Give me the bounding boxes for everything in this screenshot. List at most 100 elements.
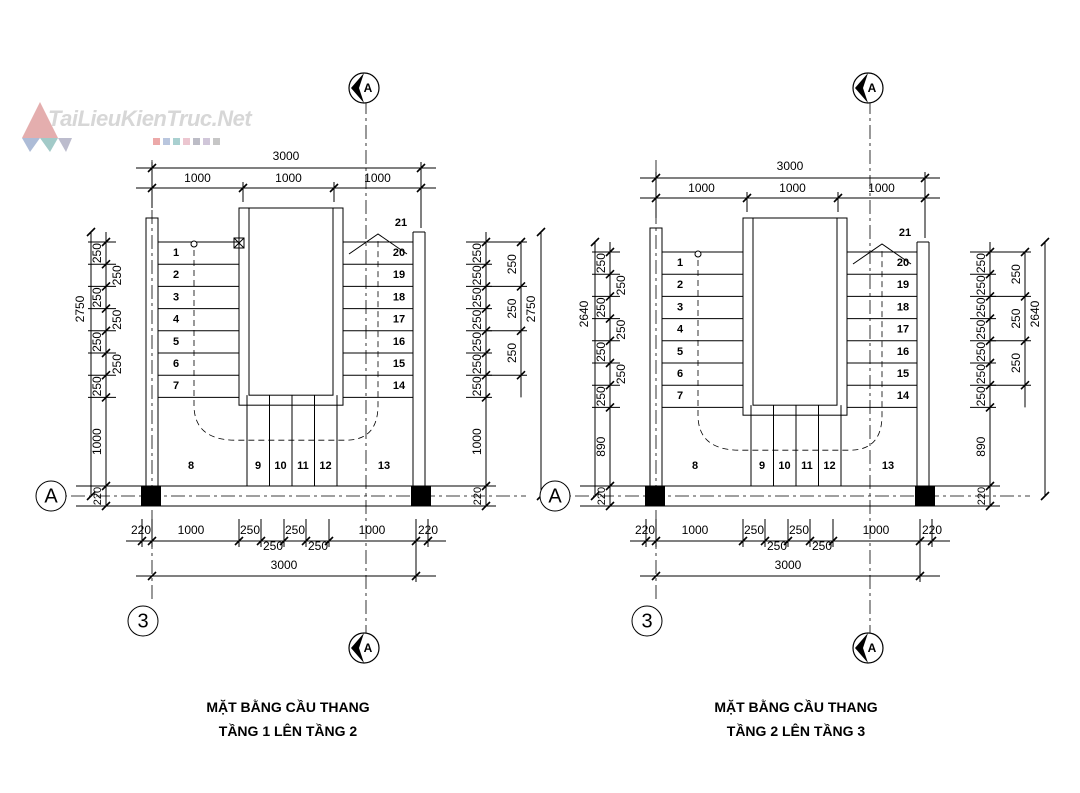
- dim-top-part: 1000: [275, 171, 302, 185]
- dim-riser: 250: [614, 319, 628, 339]
- post-box-icon: [233, 237, 245, 249]
- dim-top-part: 1000: [779, 181, 806, 195]
- watermark-dots: [153, 138, 220, 145]
- section-marker-label: A: [868, 641, 877, 655]
- dim-tick: [1040, 491, 1050, 501]
- step-number-left: 3: [173, 291, 179, 303]
- step-number-bottom: 8: [188, 460, 194, 472]
- step-number-bottom: 12: [823, 460, 835, 472]
- step-number-right: 17: [393, 314, 405, 326]
- walking-line-start: [694, 250, 702, 258]
- dim-bottom-part: 250: [744, 523, 764, 537]
- step-number-bottom: 13: [882, 460, 894, 472]
- dim-bottom-part: 1000: [682, 523, 709, 537]
- section-arrow-icon: [855, 633, 868, 663]
- dim-tick: [147, 571, 157, 581]
- step-number-left: 5: [173, 336, 179, 348]
- section-marker: A: [348, 72, 380, 104]
- dim-tick: [985, 501, 995, 511]
- step-number-right: 19: [393, 269, 405, 281]
- dim-bottom-part: 250: [240, 523, 260, 537]
- dim-bottom-part: 250: [308, 539, 328, 553]
- logo-mark-icon: [22, 102, 72, 152]
- dim-riser: 250: [614, 275, 628, 295]
- dim-landing: 1000: [90, 428, 104, 455]
- dim-landing: 890: [594, 436, 608, 456]
- dim-riser: 250: [470, 287, 484, 307]
- step-number-bottom: 10: [274, 460, 286, 472]
- watermark-logo: TaiLieuKienTruc.Net: [18, 100, 268, 160]
- step-number-right: 14: [393, 380, 406, 392]
- caption-plan-1: MẶT BẰNG CẦU THANG TẦNG 1 LÊN TẦNG 2: [158, 695, 418, 743]
- section-marker-label: A: [868, 81, 877, 95]
- section-arrow-icon: [351, 633, 364, 663]
- dim-bottom-part: 220: [131, 523, 151, 537]
- step-number-right: 16: [393, 336, 405, 348]
- dim-riser-pair: 250: [1009, 264, 1023, 284]
- dim-riser-pair: 250: [1009, 353, 1023, 373]
- watermark-dot: [163, 138, 170, 145]
- dim-tick: [985, 481, 995, 491]
- section-marker-label: A: [364, 81, 373, 95]
- dim-tick: [86, 227, 96, 237]
- watermark-dot: [193, 138, 200, 145]
- post-box-cross: [233, 237, 245, 249]
- walking-line: [697, 250, 883, 451]
- dim-riser: 250: [90, 332, 104, 352]
- stair-well-outer: [238, 207, 344, 406]
- dim-tick: [536, 227, 546, 237]
- step-number-bottom: 10: [778, 460, 790, 472]
- step-number-bottom: 9: [255, 460, 261, 472]
- watermark-dot: [203, 138, 210, 145]
- step-number-left: 1: [173, 247, 179, 259]
- step-number-left: 7: [173, 380, 179, 392]
- dim-tick: [481, 481, 491, 491]
- column-right: [411, 486, 431, 506]
- step-number-right: 18: [393, 291, 405, 303]
- dim-riser: 250: [594, 253, 608, 273]
- dim-tick: [651, 571, 661, 581]
- section-marker-label: A: [364, 641, 373, 655]
- axis-bubble-label: 3: [641, 610, 652, 632]
- step-number-right: 16: [897, 346, 909, 358]
- dim-bottom-part: 220: [418, 523, 438, 537]
- step-number-left: 4: [677, 324, 684, 336]
- dim-tick: [86, 491, 96, 501]
- dim-riser: 250: [470, 309, 484, 329]
- caption-plan-2-line2: TẦNG 2 LÊN TẦNG 3: [726, 723, 866, 739]
- step-number-bottom: 11: [801, 460, 813, 472]
- walking-line-start: [190, 240, 198, 248]
- dim-riser: 250: [974, 319, 988, 339]
- column-left: [645, 486, 665, 506]
- axis-bubble-label: A: [548, 485, 562, 507]
- step-number-bottom: 12: [319, 460, 331, 472]
- dim-top-part: 1000: [868, 181, 895, 195]
- dim-riser: 250: [110, 265, 124, 285]
- walking-line-arrow-icon: [348, 233, 408, 255]
- dim-wall: 220: [472, 487, 484, 505]
- caption-plan-1-line2: TẦNG 1 LÊN TẦNG 2: [218, 723, 358, 739]
- dim-riser: 250: [974, 253, 988, 273]
- dim-tick: [590, 491, 600, 501]
- step-number-right: 14: [897, 390, 910, 402]
- dim-bottom-part: 1000: [863, 523, 890, 537]
- stair-well-inner: [752, 217, 838, 406]
- axis-bubble: [539, 480, 571, 512]
- step-number-bottom: 13: [378, 460, 390, 472]
- dim-overall-height: 2750: [524, 295, 538, 322]
- dim-bottom-part: 250: [789, 523, 809, 537]
- watermark-dot: [213, 138, 220, 145]
- step-number-left: 6: [173, 358, 179, 370]
- dim-riser: 250: [470, 265, 484, 285]
- dim-riser: 250: [470, 354, 484, 374]
- section-arrow-icon: [855, 73, 868, 103]
- step-number-bottom: 8: [692, 460, 698, 472]
- dim-riser: 250: [594, 297, 608, 317]
- dim-riser: 250: [594, 342, 608, 362]
- section-marker: A: [348, 632, 380, 664]
- step-number-bottom: 11: [297, 460, 309, 472]
- section-marker: A: [852, 632, 884, 664]
- dim-bottom-part: 1000: [178, 523, 205, 537]
